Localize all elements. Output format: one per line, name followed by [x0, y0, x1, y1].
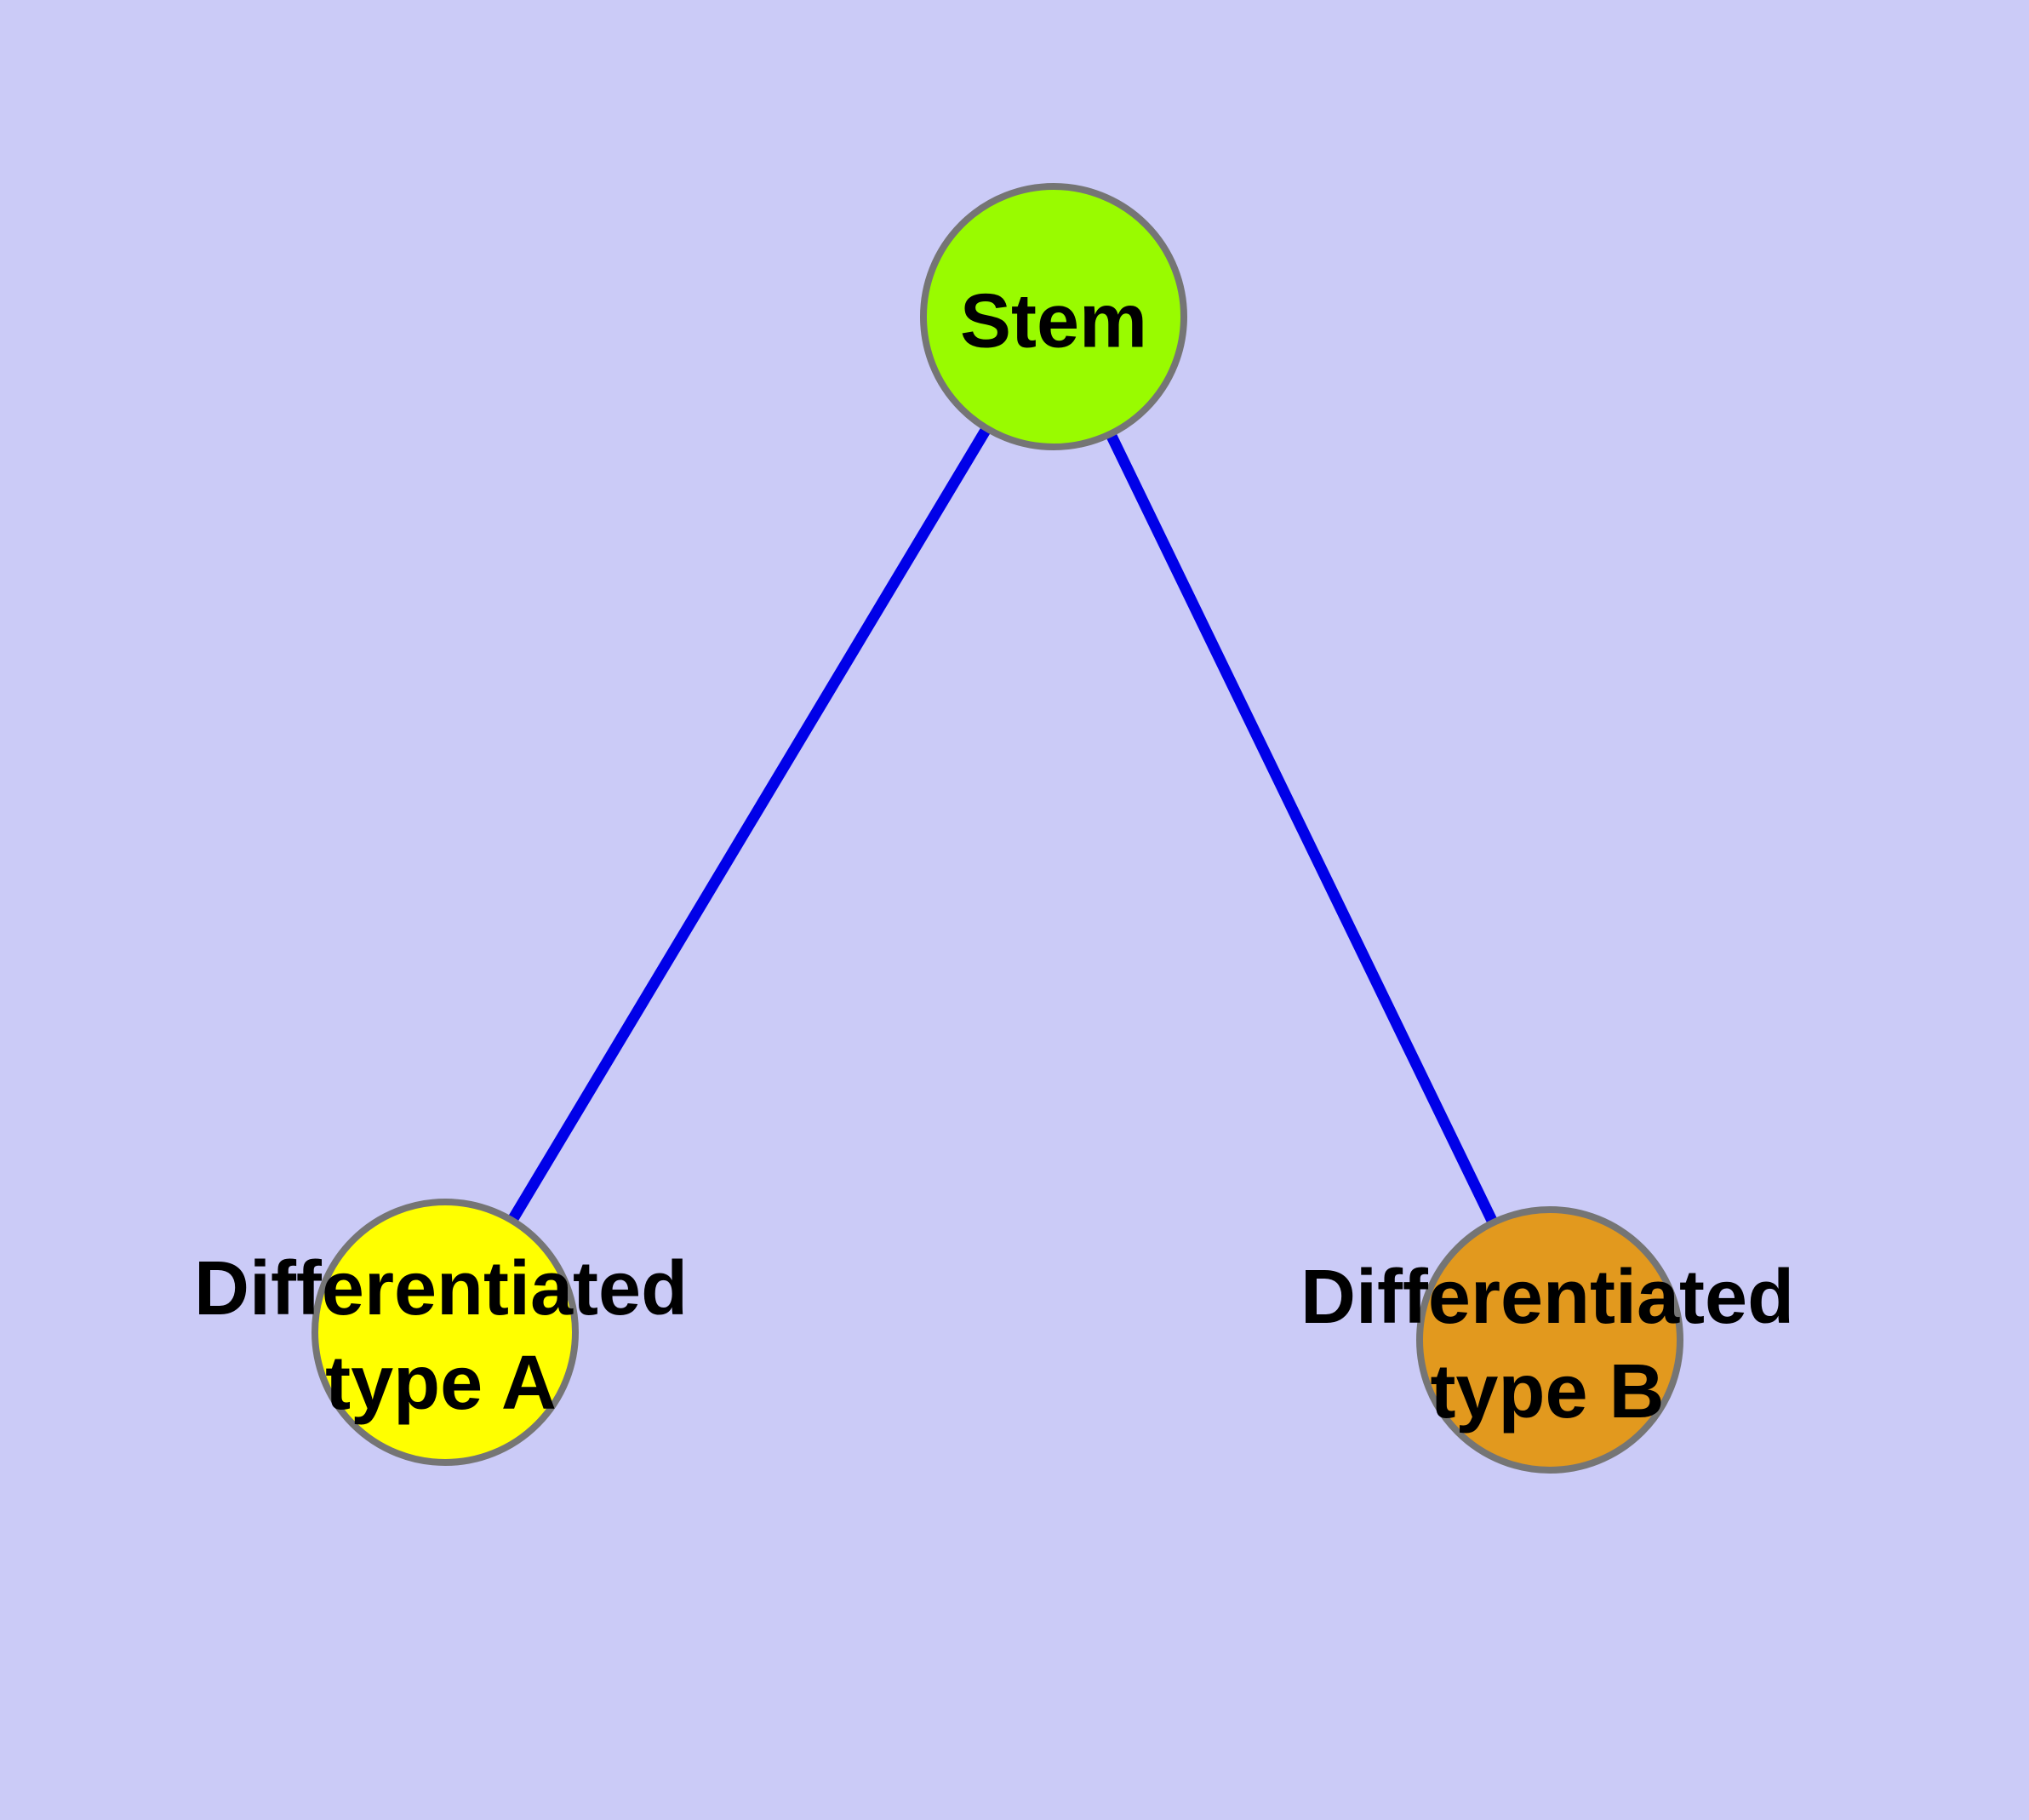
edge-stem-to-type-a	[440, 313, 1059, 1336]
node-type-a-label-line2: type A	[325, 1341, 557, 1426]
node-type-a-label-line1: Differentiated	[193, 1246, 689, 1331]
node-type-b-label-line2: type B	[1430, 1349, 1665, 1434]
node-stem-circle	[920, 183, 1187, 450]
edge-stem-to-type-b	[1049, 314, 1555, 1342]
node-type-a-label: Differentiated type A	[194, 1242, 688, 1431]
node-stem-label: Stem	[959, 278, 1148, 364]
node-type-b-label: Differentiated type B	[1300, 1251, 1794, 1439]
node-type-b-label-line1: Differentiated	[1300, 1255, 1795, 1340]
node-type-b-circle	[1416, 1206, 1683, 1474]
node-type-a-circle	[311, 1199, 579, 1466]
